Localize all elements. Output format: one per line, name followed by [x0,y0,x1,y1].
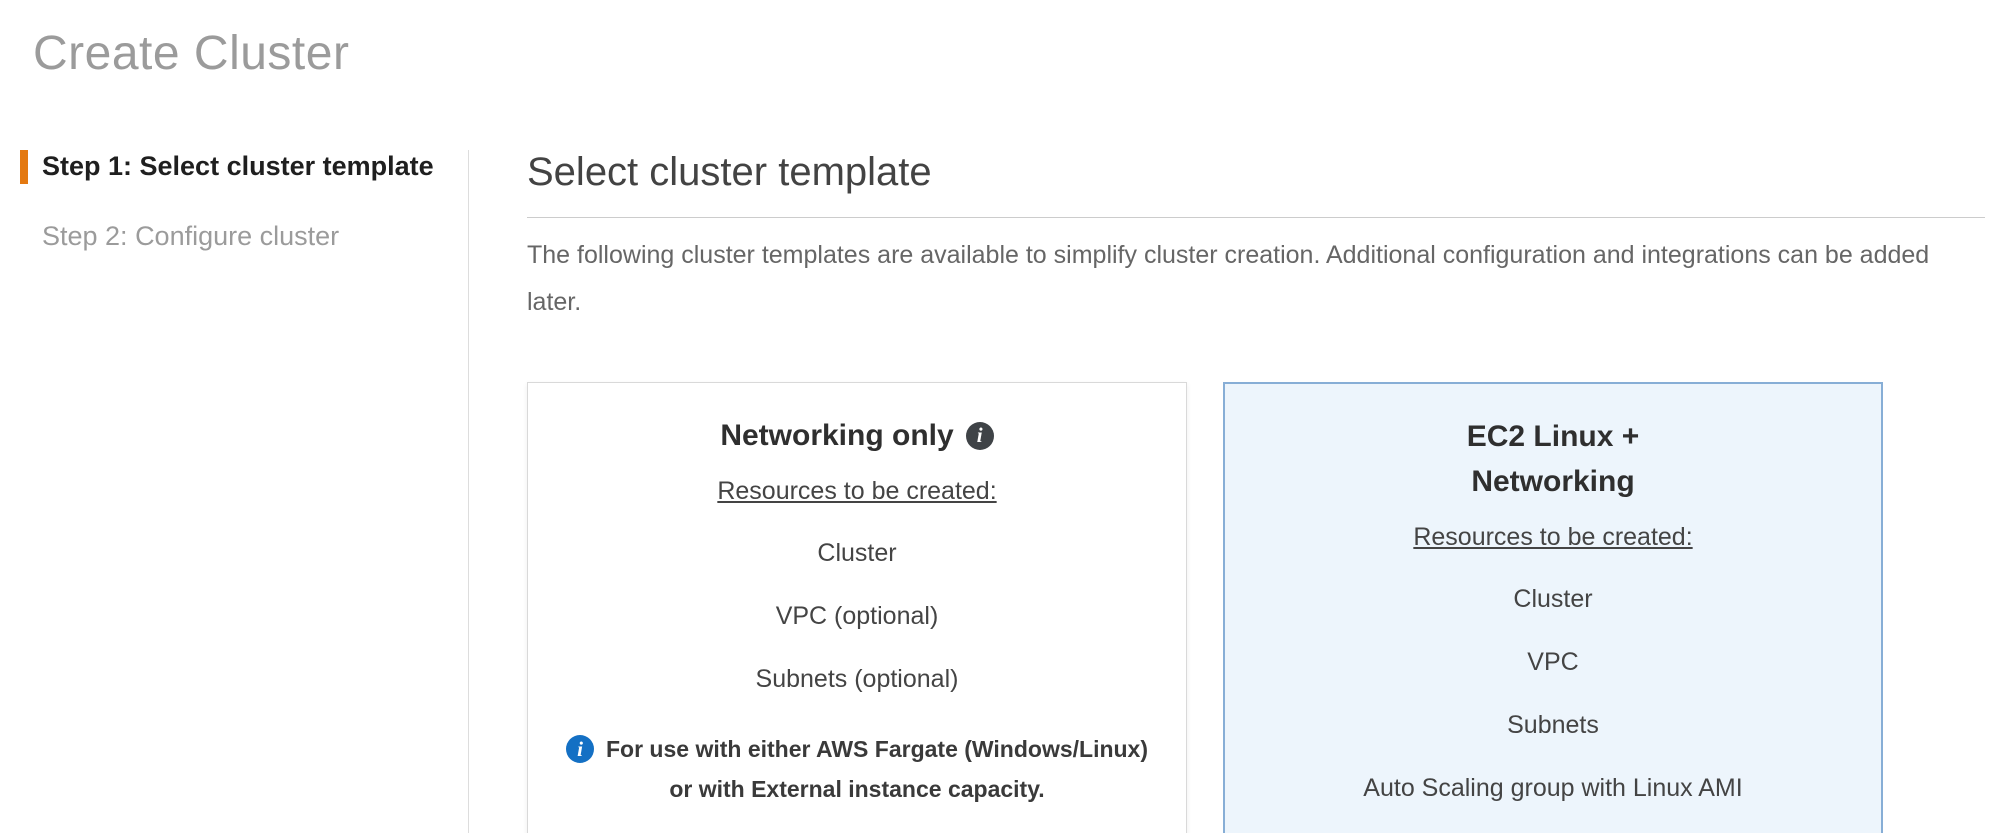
card-title-ec2-linux-networking: EC2 Linux + Networking [1467,414,1640,504]
resource-item: VPC [1527,648,1579,676]
main-content: Select cluster template The following cl… [527,150,1985,833]
note-line-2: or with External instance capacity. [669,776,1045,802]
card-note: i For use with either AWS Fargate (Windo… [565,728,1149,809]
resource-item: Cluster [817,539,897,567]
heading-divider [527,217,1985,218]
sidebar-divider [468,150,469,833]
template-card-ec2-linux-networking[interactable]: EC2 Linux + Networking Resources to be c… [1223,382,1883,833]
resource-item: Subnets [1507,711,1599,739]
wizard-steps-sidebar: Step 1: Select cluster template Step 2: … [20,150,440,254]
resources-list: Cluster VPC Subnets Auto Scaling group w… [1363,585,1742,833]
card-title-row: Networking only i [720,413,994,458]
section-description: The following cluster templates are avai… [527,241,1930,316]
resources-heading: Resources to be created: [717,477,997,505]
sidebar-step-1[interactable]: Step 1: Select cluster template [20,150,440,184]
resource-item: Cluster [1513,585,1593,613]
resource-item: Subnets (optional) [755,665,959,693]
resources-heading: Resources to be created: [1413,523,1693,551]
resource-item: VPC (optional) [775,602,939,630]
page-title: Create Cluster [33,27,350,80]
resources-list: Cluster VPC (optional) Subnets (optional… [756,539,959,728]
sidebar-step-2[interactable]: Step 2: Configure cluster [42,220,340,251]
info-icon[interactable]: i [965,421,994,450]
template-card-networking-only[interactable]: Networking only i Resources to be create… [527,382,1187,833]
info-icon-blue: i [565,735,594,763]
card-title-line-1: EC2 Linux + [1466,420,1640,453]
section-heading: Select cluster template [527,150,932,194]
note-line-1: For use with either AWS Fargate (Windows… [605,736,1149,762]
resource-item: Auto Scaling group with Linux AMI [1363,774,1743,802]
card-title-line-2: Networking [1471,465,1635,498]
cluster-template-cards: Networking only i Resources to be create… [527,382,1985,833]
card-title-networking-only: Networking only [720,419,954,452]
